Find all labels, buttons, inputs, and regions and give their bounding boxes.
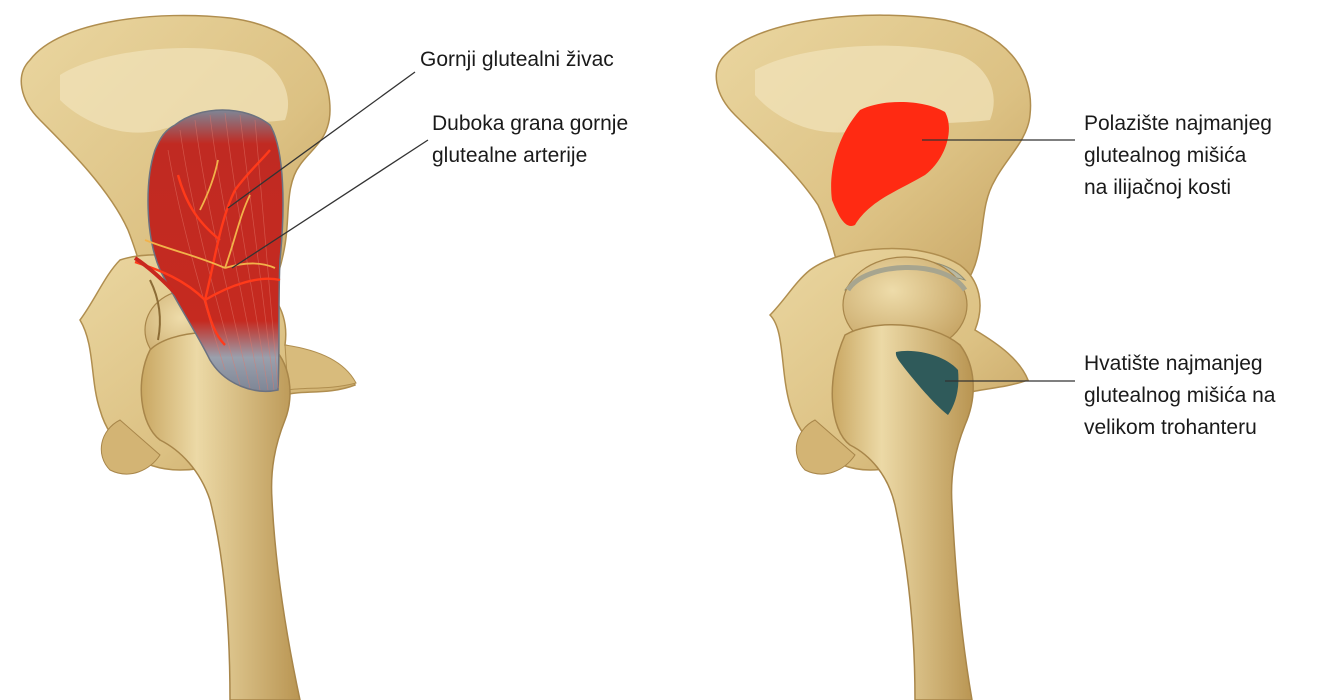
label-insertion-line2: glutealnog mišića na xyxy=(1084,384,1276,407)
label-origin-line1: Polazište najmanjeg xyxy=(1084,112,1272,135)
label-origin-line3: na ilijačnoj kosti xyxy=(1084,176,1231,199)
label-origin-line2: glutealnog mišića xyxy=(1084,144,1247,167)
right-hip-figure: Polazište najmanjeg glutealnog mišića na… xyxy=(716,15,1275,700)
label-insertion-line1: Hvatište najmanjeg xyxy=(1084,352,1263,375)
left-hip-figure: Gornji glutealni živac Duboka grana gorn… xyxy=(21,15,628,700)
left-ischial-spine xyxy=(285,345,356,390)
label-insertion-line3: velikom trohanteru xyxy=(1084,416,1257,439)
label-deep-branch-artery-line1: Duboka grana gornje xyxy=(432,112,628,135)
label-superior-gluteal-nerve: Gornji glutealni živac xyxy=(420,48,614,71)
label-deep-branch-artery-line2: glutealne arterije xyxy=(432,144,587,167)
